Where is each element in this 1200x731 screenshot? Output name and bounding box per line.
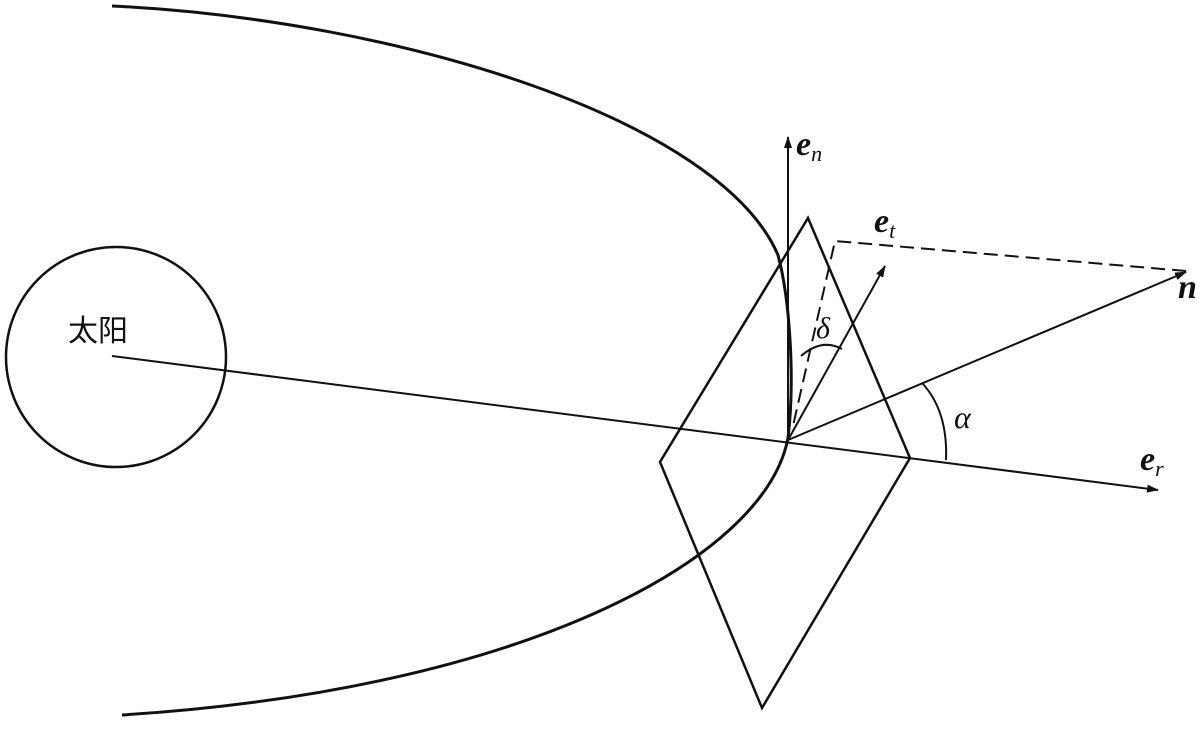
sun-label: 太阳 — [68, 314, 128, 349]
sail-plane — [658, 215, 912, 711]
delta-label: δ — [816, 312, 831, 345]
er-label-sub: r — [1155, 456, 1164, 481]
n-label: n — [1178, 269, 1197, 306]
en-label-base: e — [796, 126, 811, 163]
er-label-base: e — [1140, 441, 1155, 478]
sail-normal-n — [787, 271, 1187, 441]
transverse-axis-et — [787, 265, 886, 441]
delta-arc — [800, 343, 843, 357]
radial-line-er — [111, 355, 1159, 493]
et-label-base: e — [874, 203, 889, 240]
alpha-label: α — [954, 399, 972, 435]
en-label: en — [796, 126, 822, 166]
et-label: et — [874, 203, 896, 243]
projection-dashed-line — [792, 239, 1187, 427]
er-label: er — [1140, 441, 1164, 481]
alpha-arc — [922, 383, 948, 461]
orbit-curve — [111, 4, 793, 717]
en-label-sub: n — [811, 141, 822, 166]
sun-circle — [4, 245, 228, 469]
et-label-sub: t — [889, 218, 896, 243]
